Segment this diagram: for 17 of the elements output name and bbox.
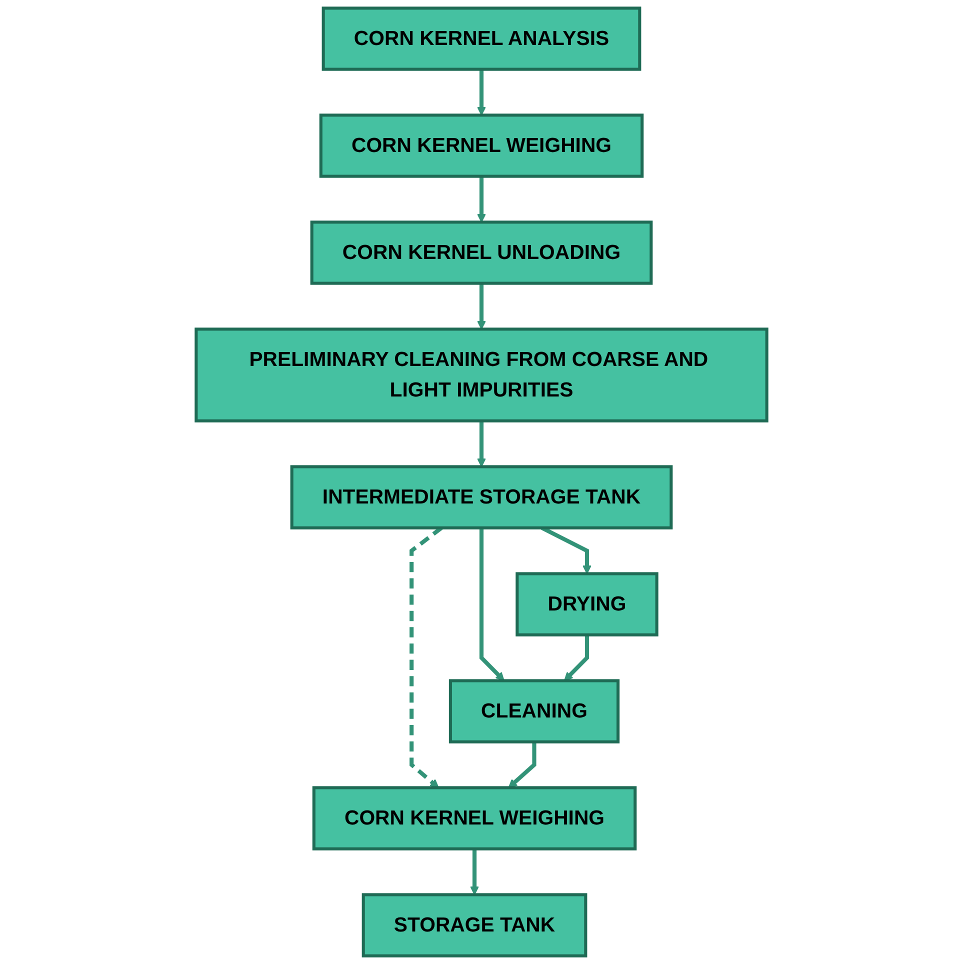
node-box: CORN KERNEL ANALYSIS bbox=[322, 6, 642, 71]
arrow bbox=[479, 528, 505, 682]
node-box: CORN KERNEL WEIGHING bbox=[319, 114, 644, 178]
node-box: STORAGE TANK bbox=[362, 893, 588, 958]
arrow bbox=[477, 283, 486, 330]
node-box: DRYING bbox=[516, 572, 658, 636]
arrow bbox=[477, 176, 486, 223]
node-box: CLEANING bbox=[448, 679, 620, 744]
arrow bbox=[564, 634, 590, 682]
arrow bbox=[508, 742, 536, 788]
arrow bbox=[477, 420, 486, 468]
node-box: CORN KERNEL UNLOADING bbox=[310, 220, 653, 285]
node-box: PRELIMINARY CLEANING FROM COARSE AND LIGHT IMPURITIES bbox=[194, 328, 768, 422]
arrow bbox=[477, 69, 486, 116]
node-box: CORN KERNEL WEIGHING bbox=[312, 786, 637, 850]
node-box: INTERMEDIATE STORAGE TANK bbox=[290, 465, 673, 530]
arrow bbox=[470, 848, 479, 896]
